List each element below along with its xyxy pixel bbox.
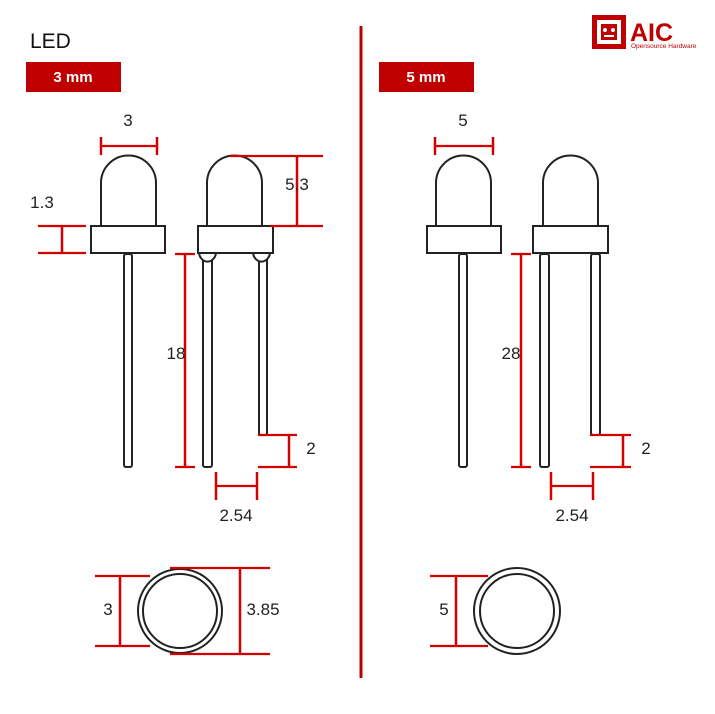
led-5mm-front (426, 154, 502, 468)
section-tag-5mm: 5 mm (379, 62, 474, 92)
dim-height-3mm: 5.3 (230, 154, 323, 228)
dim-label-spacing-3mm: 2.54 (219, 506, 252, 525)
dim-width-3mm: 3 (99, 111, 159, 155)
dim-spacing-3mm: 2.54 (214, 472, 259, 525)
dim-label-lead-diff-5mm: 2 (641, 439, 650, 458)
led-5mm-top-view (473, 567, 561, 655)
dim-label-width-3mm: 3 (123, 111, 132, 130)
led-3mm-side (197, 154, 274, 468)
dim-inner-diameter-5mm: 5 (430, 574, 488, 648)
dim-width-5mm: 5 (433, 111, 495, 155)
dim-spacing-5mm: 2.54 (549, 472, 595, 525)
dim-label-outer-diameter-3mm: 3.85 (246, 600, 279, 619)
dim-label-lead-length-3mm: 18 (167, 344, 186, 363)
dim-outer-diameter-3mm: 3.85 (170, 566, 280, 656)
section-tag-3mm: 3 mm (26, 62, 121, 92)
tag-label-3mm: 3 mm (53, 69, 92, 86)
dim-label-rim-3mm: 1.3 (30, 193, 54, 212)
dim-rim-3mm: 1.3 (30, 193, 86, 255)
dim-label-inner-diameter-3mm: 3 (103, 600, 112, 619)
led-3mm-front (90, 154, 166, 468)
dim-inner-diameter-3mm: 3 (95, 574, 150, 648)
led-5mm-side (532, 154, 609, 468)
dim-label-height-3mm: 5.3 (285, 175, 309, 194)
dim-label-spacing-5mm: 2.54 (555, 506, 588, 525)
dim-lead-length-3mm: 18 (167, 252, 195, 469)
logo-subtitle: Opensource Hardware (631, 43, 697, 50)
dim-lead-length-5mm: 28 (502, 252, 531, 469)
gear-robot-icon (592, 15, 626, 49)
page-title: LED (30, 30, 71, 53)
aic-logo: AIC Opensource Hardware (592, 15, 697, 50)
dim-label-width-5mm: 5 (458, 111, 467, 130)
led-3mm-top-view (137, 568, 223, 654)
tag-label-5mm: 5 mm (406, 69, 445, 86)
dim-lead-diff-3mm: 2 (258, 433, 316, 469)
logo-name: AIC (630, 19, 673, 47)
dim-label-inner-diameter-5mm: 5 (439, 600, 448, 619)
dim-lead-diff-5mm: 2 (590, 433, 651, 469)
dim-label-lead-diff-3mm: 2 (306, 439, 315, 458)
dim-label-lead-length-5mm: 28 (502, 344, 521, 363)
